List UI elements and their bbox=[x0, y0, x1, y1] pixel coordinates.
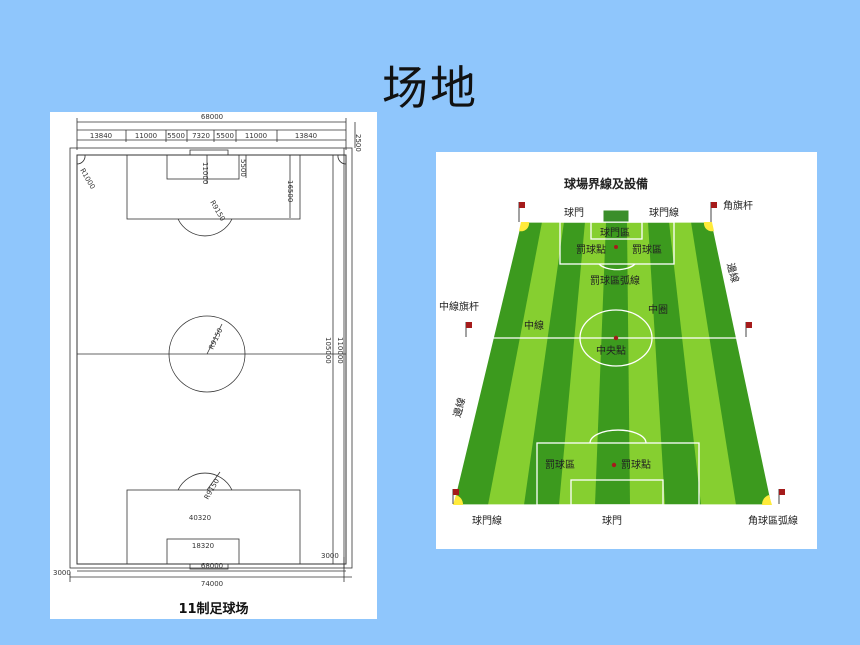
label-halfway-line: 中線 bbox=[524, 319, 544, 332]
dim-segment-4: 7320 bbox=[192, 132, 210, 140]
label-penalty-spot-bottom: 罰球點 bbox=[621, 458, 651, 471]
flag-top-right bbox=[710, 202, 717, 222]
dim-penalty-depth: 16500 bbox=[286, 180, 294, 202]
corner-arcs bbox=[453, 222, 772, 505]
label-halfway-flag: 中線旗杆 bbox=[439, 300, 479, 313]
label-penalty-arc: 罰球區弧線 bbox=[590, 274, 640, 287]
diagram-caption: 11制足球场 bbox=[178, 602, 249, 617]
dim-segment-2: 11000 bbox=[135, 132, 157, 140]
dimension-drawing: 68000 13840 11000 5500 7320 5500 11000 1… bbox=[53, 113, 362, 588]
dim-segment-5: 5500 bbox=[216, 132, 234, 140]
slide-title: 场地 bbox=[382, 61, 478, 115]
label-goal-top: 球門 bbox=[564, 206, 584, 219]
label-corner-arc: 角球區弧線 bbox=[748, 514, 798, 527]
label-goal-bottom: 球門 bbox=[602, 514, 622, 527]
label-goal-area: 球門區 bbox=[600, 226, 630, 239]
pitch-illustration-svg: 球場界線及設備 球門 球門線 角旗杆 球門區 罰球點 罰球區 罰球區弧線 中線旗… bbox=[439, 176, 798, 527]
spots bbox=[611, 245, 619, 468]
label-goal-line-bottom: 球門線 bbox=[472, 514, 502, 527]
dim-bottom-total: 68000 bbox=[201, 562, 223, 570]
goal-top bbox=[602, 209, 630, 223]
dim-center-radius: R9150 bbox=[208, 327, 225, 351]
dim-top-right-margin: 2500 bbox=[354, 134, 362, 152]
goal-bottom bbox=[596, 505, 638, 510]
dim-length-inner: 105000 bbox=[324, 337, 332, 364]
dim-penalty-width: 40320 bbox=[189, 514, 211, 522]
label-center-circle: 中圈 bbox=[648, 303, 668, 316]
label-goal-line-top: 球門線 bbox=[649, 206, 679, 219]
flag-mid-left bbox=[465, 322, 472, 337]
flag-bottom-left bbox=[452, 489, 459, 504]
flags bbox=[452, 202, 785, 504]
dim-left-margin: 3000 bbox=[53, 569, 71, 577]
dim-top-total: 68000 bbox=[201, 113, 223, 121]
grass-stripes bbox=[453, 222, 772, 505]
label-penalty-spot-top: 罰球點 bbox=[576, 243, 606, 256]
label-touchline-left: 邊線 bbox=[450, 396, 468, 419]
illustration-title: 球場界線及設備 bbox=[564, 176, 648, 191]
label-touchline-right: 邊線 bbox=[724, 261, 742, 284]
flag-top-left bbox=[518, 202, 525, 222]
flag-bottom-right bbox=[778, 489, 785, 504]
dim-segment-6: 11000 bbox=[245, 132, 267, 140]
dim-goal-area-depth: 5500 bbox=[239, 159, 247, 177]
dim-length-outer: 110000 bbox=[336, 337, 344, 364]
dim-goal-width: 18320 bbox=[192, 542, 214, 550]
label-penalty-area-bottom: 罰球區 bbox=[545, 458, 575, 471]
dim-bottom-arc: R9150 bbox=[203, 477, 221, 501]
dim-segment-3: 5500 bbox=[167, 132, 185, 140]
label-center-spot: 中央點 bbox=[596, 344, 626, 357]
dim-segment-7: 13840 bbox=[295, 132, 317, 140]
flag-mid-right bbox=[745, 322, 752, 337]
pitch-illustration: 球場界線及設備 球門 球門線 角旗杆 球門區 罰球點 罰球區 罰球區弧線 中線旗… bbox=[436, 152, 817, 549]
dim-corner-radius: R1000 bbox=[78, 167, 96, 191]
dim-segment-1: 13840 bbox=[90, 132, 112, 140]
label-penalty-area-top: 罰球區 bbox=[632, 243, 662, 256]
dim-penalty-spot: 11000 bbox=[201, 162, 209, 184]
pitch-dimension-diagram: 68000 13840 11000 5500 7320 5500 11000 1… bbox=[50, 112, 377, 619]
dim-bottom-right-margin: 3000 bbox=[321, 552, 339, 560]
label-corner-flag: 角旗杆 bbox=[723, 199, 753, 212]
dim-overall-width: 74000 bbox=[201, 580, 223, 588]
